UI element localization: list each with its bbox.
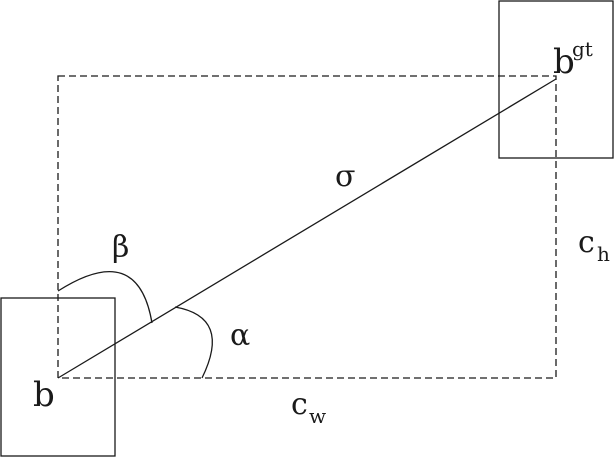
center-distance-line: [57, 78, 557, 379]
alpha-angle-label: α: [230, 318, 250, 353]
ground-truth-box: [498, 0, 614, 159]
cw-width-label: c: [291, 387, 308, 422]
alpha-angle-arc: [174, 306, 213, 379]
ground-truth-superscript: gt: [572, 37, 593, 61]
predicted-box-label: b: [33, 375, 55, 415]
enclosing-box-dashed: [57, 75, 557, 379]
ch-height-label: c: [578, 225, 595, 260]
cw-subscript: w: [309, 404, 326, 428]
beta-angle-label: β: [112, 230, 129, 265]
beta-angle-arc: [57, 270, 153, 324]
sigma-distance-label: σ: [335, 159, 355, 194]
ground-truth-box-label: b: [553, 42, 575, 82]
predicted-box: [0, 297, 116, 457]
ch-subscript: h: [597, 242, 610, 266]
